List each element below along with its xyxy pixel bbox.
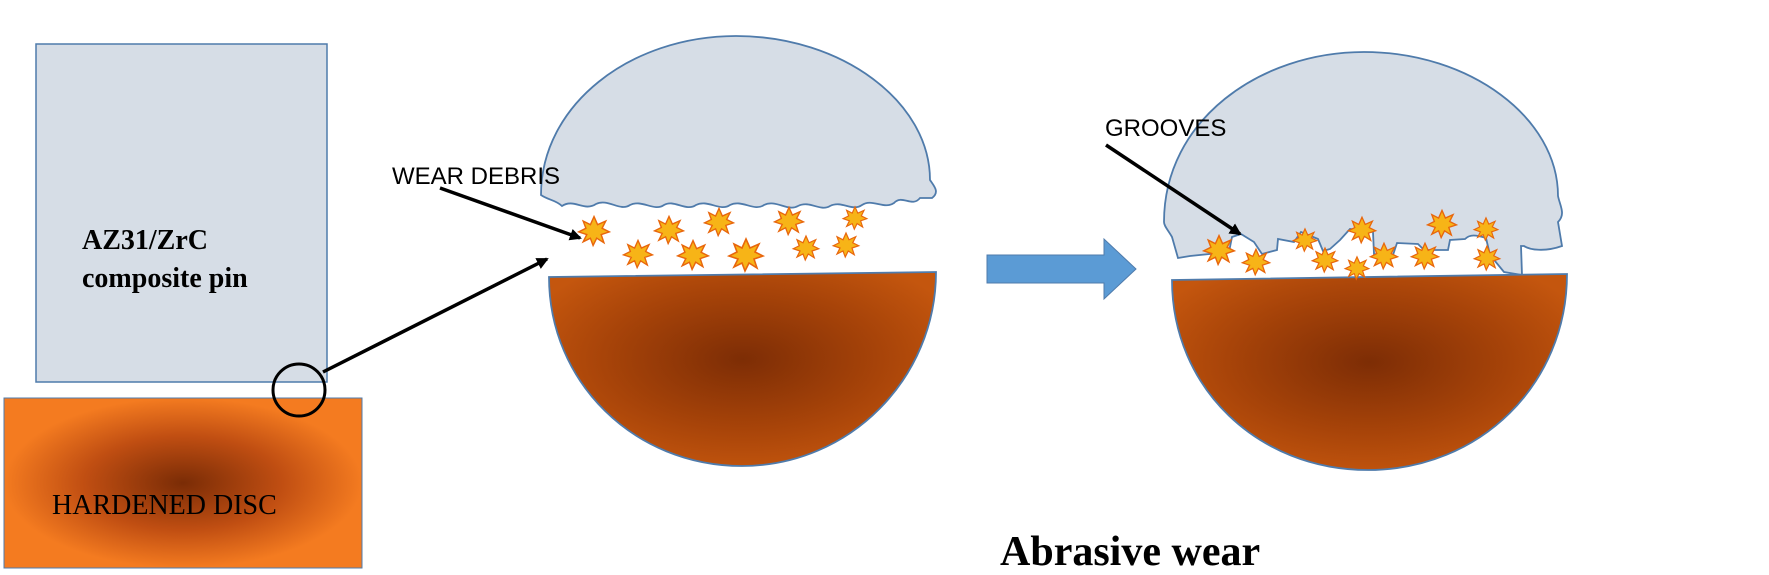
right-arrow-icon	[986, 237, 1137, 301]
debris-particle-icon	[653, 215, 685, 245]
debris-particle-icon	[1292, 228, 1318, 252]
debris-particle-icon	[728, 238, 764, 272]
debris-particle-icon	[703, 207, 735, 237]
debris-particle-icon	[1202, 234, 1236, 266]
debris-particle-icon	[773, 206, 805, 236]
debris-particle-icon	[1311, 247, 1339, 273]
debris-particle-icon	[622, 239, 654, 269]
composite-pin	[35, 43, 328, 383]
debris-particle-icon	[832, 232, 860, 258]
wear-debris-particles	[577, 206, 868, 272]
debris-particle-icon	[577, 215, 611, 247]
debris-particle-icon	[1344, 256, 1370, 280]
disc-section	[548, 271, 937, 467]
debris-particle-icon	[1473, 245, 1501, 271]
debris-particle-icon	[1241, 248, 1271, 276]
disc-section-right	[1171, 273, 1568, 471]
pin-label-line-1: AZ31/ZrC	[82, 225, 208, 256]
debris-particle-icon	[792, 235, 820, 261]
magnifier-circle-icon	[271, 362, 327, 418]
wear-debris-label: WEAR DEBRIS	[392, 163, 561, 190]
debris-particle-icon	[1369, 242, 1399, 270]
pin-label: AZ31/ZrC composite pin	[82, 222, 248, 298]
debris-particle-icon	[676, 239, 710, 271]
hardened-disc	[3, 397, 363, 569]
disc-label: HARDENED DISC	[52, 490, 277, 521]
grooves-label: GROOVES	[1105, 115, 1227, 142]
debris-particle-icon	[842, 206, 868, 230]
pin-tip-worn	[540, 35, 937, 209]
zoom-pointer-arrow	[322, 257, 549, 374]
grooves-pointer	[1105, 143, 1242, 236]
debris-particle-icon	[1410, 242, 1440, 270]
wear-debris-pointer	[439, 186, 582, 241]
debris-particle-icon	[1347, 216, 1377, 244]
pin-tip-grooved	[1163, 51, 1564, 277]
caption: Abrasive wear	[1000, 529, 1261, 575]
pin-label-line-2: composite pin	[82, 263, 248, 294]
